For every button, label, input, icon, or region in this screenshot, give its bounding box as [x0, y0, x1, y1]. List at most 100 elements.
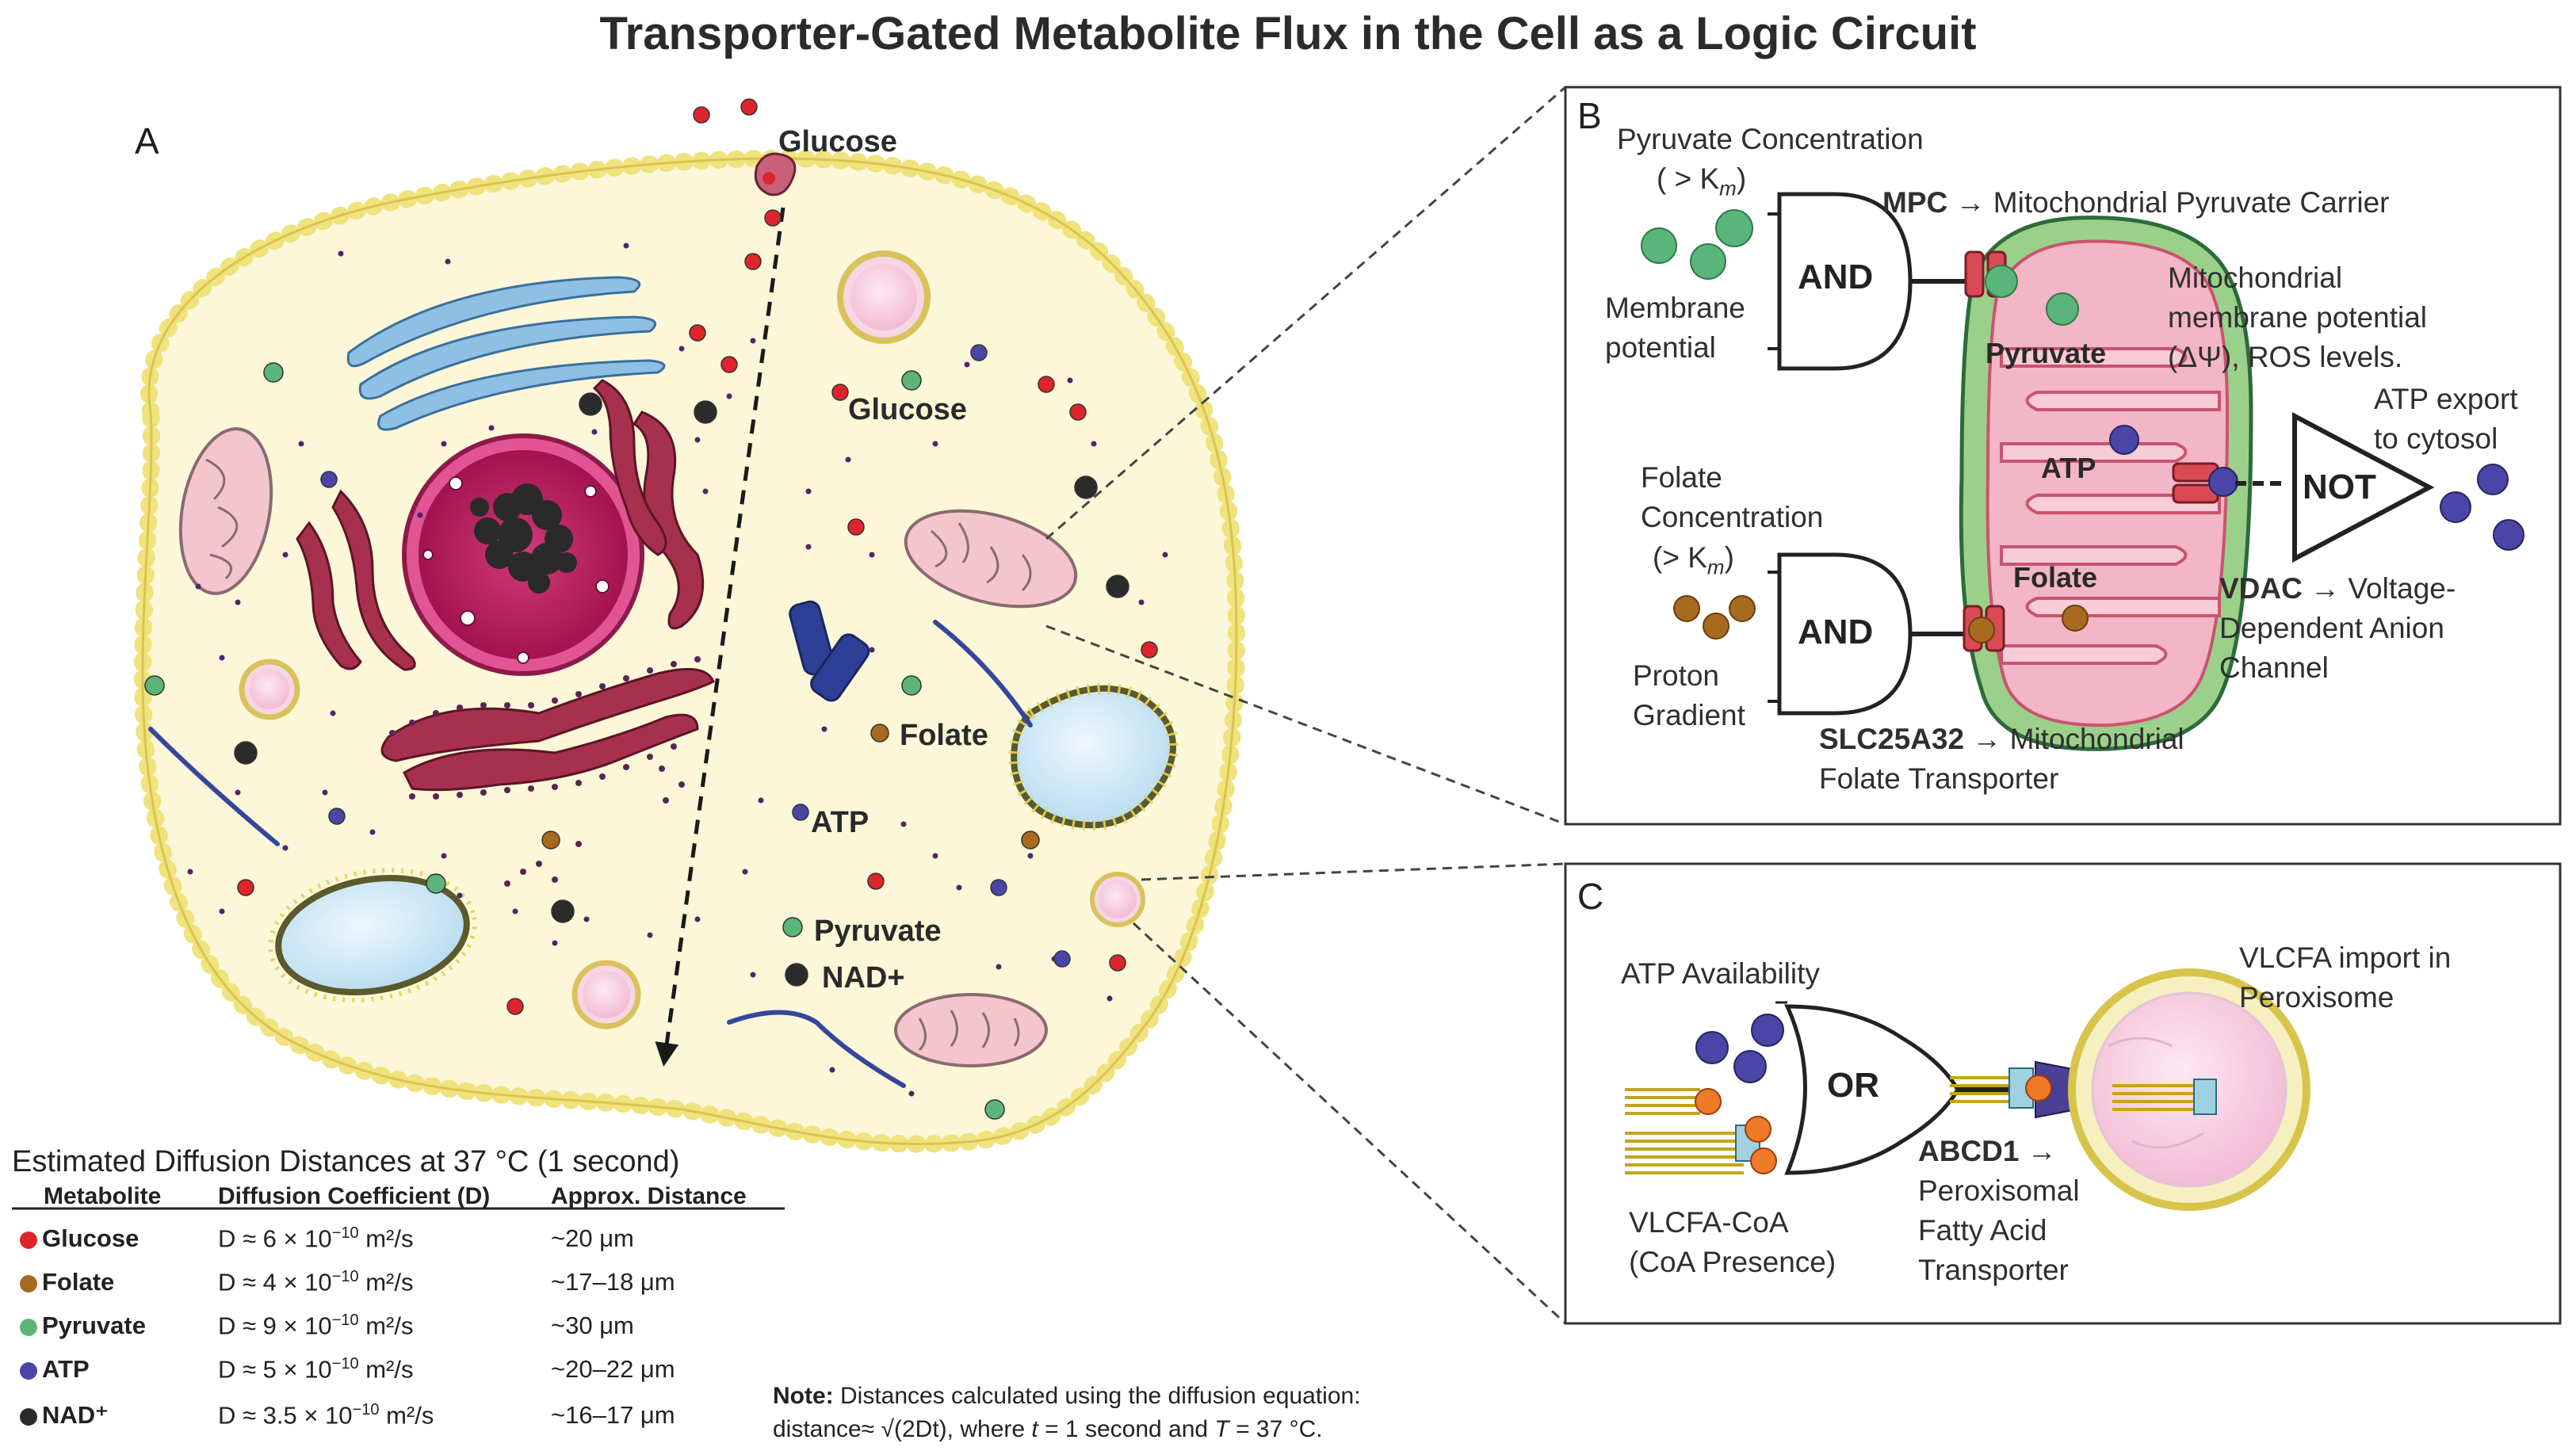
proton-gradient-label-1: Proton [1633, 659, 1720, 692]
note-t-symbol: t [1031, 1416, 1038, 1442]
vdac-label-1: VDAC → Voltage- [2219, 572, 2456, 606]
diffusion-prefix: D ≈ 9 × 10 [218, 1312, 332, 1340]
diffusion-unit: m²/s [358, 1224, 414, 1253]
metabolite-particles [144, 98, 1158, 1120]
membrane-potential-label-1: Membrane [1605, 292, 1745, 324]
table-row-diffusion: D ≈ 4 × 10−10 m²/s [218, 1268, 414, 1296]
membrane-potential-label-2: potential [1605, 331, 1716, 364]
not-gate-label: NOT [2303, 468, 2376, 506]
label-glucose-entry: Glucose [778, 125, 897, 158]
label-atp: ATP [811, 806, 869, 839]
diffusion-exponent: −10 [331, 1355, 359, 1373]
panel-c-letter: C [1577, 876, 1604, 917]
vlcfa-import-label-2: Peroxisome [2239, 981, 2394, 1014]
table-row-metabolite: Pyruvate [20, 1312, 146, 1340]
nucleus [402, 433, 644, 676]
figure-title: Transporter-Gated Metabolite Flux in the… [599, 8, 1977, 59]
diffusion-unit: m²/s [379, 1401, 434, 1430]
table-row-distance: ~17–18 μm [551, 1268, 675, 1296]
pyruvate-concentration-label: Pyruvate Concentration [1617, 123, 1924, 155]
mito-folate-label: Folate [2013, 561, 2098, 594]
note-T-value: = 37 °C. [1229, 1416, 1323, 1442]
abcd1-label-4: Transporter [1918, 1254, 2069, 1286]
folate-spheres [1673, 595, 1756, 640]
table-header-diffusion: Diffusion Coefficient (D) [218, 1183, 491, 1209]
cell [133, 98, 1246, 1153]
folate-concentration-label-2: Concentration [1641, 501, 1824, 533]
cytosol-particles [187, 242, 1168, 1097]
table-title: Estimated Diffusion Distances at 37 °C (… [12, 1145, 680, 1178]
mpc-full: → Mitochondrial Pyruvate Carrier [1947, 186, 2390, 219]
folate-km-sub: m [1707, 555, 1725, 579]
mitochondrion-right [904, 509, 1078, 609]
slc25a32-full: → Mitochondrial [1964, 723, 2184, 755]
diffusion-prefix: D ≈ 6 × 10 [218, 1224, 332, 1253]
or-gate-shape [1775, 1001, 2039, 1175]
folate-concentration-label-1: Folate [1641, 461, 1722, 494]
slc25a32-label-2: Folate Transporter [1819, 762, 2059, 795]
metabolite-color-swatch [20, 1361, 37, 1380]
diffusion-unit: m²/s [358, 1268, 414, 1296]
mito-potential-label-2: membrane potential [2168, 301, 2428, 334]
metabolite-color-swatch [20, 1318, 37, 1336]
table-row-distance: ~20 μm [551, 1224, 634, 1252]
diffusion-exponent: −10 [331, 1312, 359, 1329]
diffusion-exponent: −10 [331, 1224, 359, 1242]
label-nad: NAD+ [822, 961, 905, 995]
slc25a32-abbrev: SLC25A32 [1819, 723, 1965, 755]
zoom-connectors [1045, 86, 1567, 1325]
diffusion-prefix: D ≈ 3.5 × 10 [218, 1401, 353, 1430]
mito-potential-label-1: Mitochondrial [2168, 262, 2343, 294]
vacuole-left [268, 868, 477, 1002]
abcd1-abbrev: ABCD1 [1918, 1135, 2020, 1167]
note-formula: distance≈ √(2Dt), where [773, 1416, 1032, 1442]
mito-potential-label-3: (ΔΨ), ROS levels. [2168, 341, 2403, 373]
table-row-distance: ~30 μm [551, 1312, 634, 1339]
metabolite-name: NAD⁺ [42, 1401, 109, 1429]
abcd1-transporter [1950, 1060, 2077, 1119]
note-t-value: = 1 second and [1038, 1416, 1215, 1442]
km-prefix: ( > K [1657, 162, 1720, 195]
mitochondrion-bottom [894, 993, 1048, 1067]
folate-km-prefix: (> K [1653, 541, 1707, 574]
table-row-metabolite: ATP [20, 1355, 90, 1384]
atp-export-label-1: ATP export [2374, 383, 2518, 415]
mito-atp-label: ATP [2041, 452, 2096, 484]
panel-a-letter: A [135, 120, 159, 162]
km-close: ) [1736, 162, 1747, 195]
proton-gradient-label-2: Gradient [1633, 699, 1745, 731]
endoplasmic-reticulum [296, 379, 715, 792]
metabolite-name: Folate [42, 1268, 115, 1296]
note-text: Distances calculated using the diffusion… [833, 1383, 1361, 1409]
pyruvate-spheres [1641, 209, 1753, 280]
peroxisome-vesicles [239, 250, 1145, 1029]
mitochondrion-left [178, 427, 273, 595]
label-folate: Folate [900, 719, 988, 752]
atp-export-label-2: to cytosol [2374, 422, 2498, 455]
glucose-transporter [754, 152, 797, 197]
pyruvate-km-label: ( > Km) [1657, 162, 1746, 200]
table-row-diffusion: D ≈ 3.5 × 10−10 m²/s [218, 1401, 434, 1430]
diffusion-prefix: D ≈ 5 × 10 [218, 1355, 332, 1384]
table-row-metabolite: Glucose [20, 1224, 139, 1253]
mpc-abbrev: MPC [1882, 186, 1948, 219]
cell-membrane [140, 155, 1240, 1147]
table-row-distance: ~20–22 μm [551, 1355, 675, 1383]
metabolite-name: Pyruvate [42, 1312, 146, 1339]
folate-km-close: ) [1724, 541, 1734, 574]
table-header-distance: Approx. Distance [551, 1183, 747, 1209]
vlcfa-import-label-1: VLCFA import in [2239, 941, 2452, 974]
table-row-metabolite: Folate [20, 1268, 114, 1296]
mitochondrion-large [1959, 216, 2253, 751]
km-sub: m [1719, 176, 1737, 200]
cytoskeleton [148, 620, 1033, 1088]
golgi-apparatus [346, 276, 666, 431]
table-row-diffusion: D ≈ 5 × 10−10 m²/s [218, 1355, 414, 1384]
abcd1-label-1: ABCD1 → [1918, 1135, 2057, 1169]
mpc-label: MPC → Mitochondrial Pyruvate Carrier [1882, 186, 2389, 220]
abcd1-label-3: Fatty Acid [1918, 1214, 2047, 1247]
diffusion-unit: m²/s [358, 1355, 414, 1384]
atp-availability-label: ATP Availability [1621, 957, 1820, 990]
diffusion-exponent: −10 [352, 1401, 380, 1419]
